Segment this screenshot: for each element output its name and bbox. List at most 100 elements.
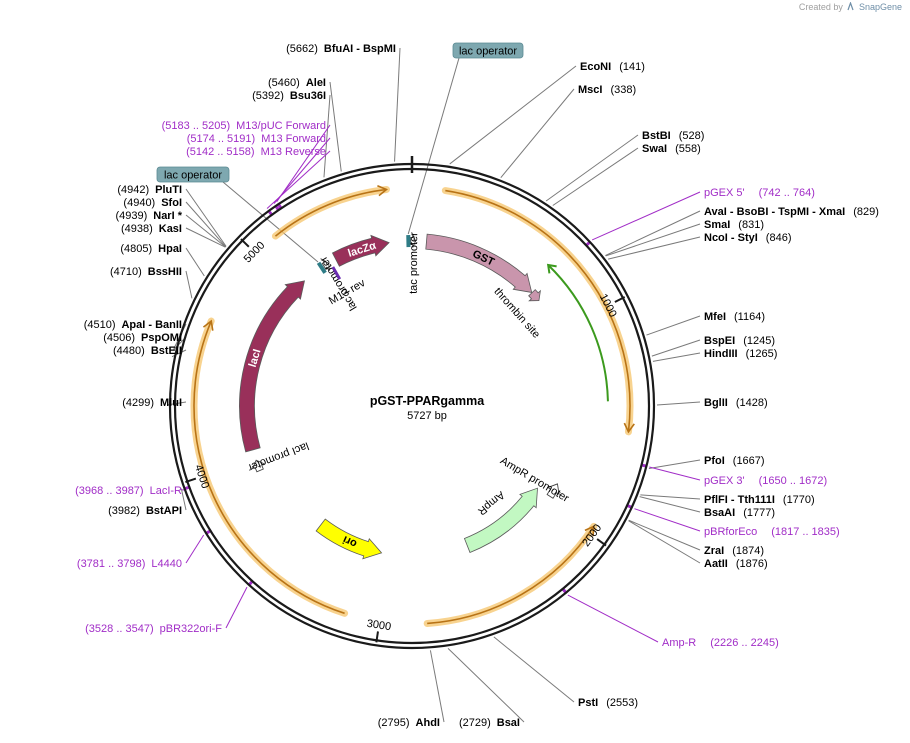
snapgene-logo-icon xyxy=(847,2,855,11)
enzyme-label: (5460)AleI xyxy=(268,77,326,89)
enzyme-leader xyxy=(500,88,575,178)
primer-range: (2226 .. 2245) xyxy=(710,637,779,649)
enzyme-position: (1667) xyxy=(733,455,765,467)
enzyme-leader xyxy=(185,227,226,248)
enzyme-position: (1770) xyxy=(783,494,815,506)
tick-label: 2000 xyxy=(580,522,604,549)
lacza-feature xyxy=(331,234,390,267)
primer-name: LacI-R xyxy=(150,485,182,497)
enzyme-label: (4942)PluTI xyxy=(117,184,182,196)
enzyme-name: NarI * xyxy=(153,210,182,222)
enzyme-label: NcoI - StyI(846) xyxy=(704,232,791,244)
enzyme-name: BspEI xyxy=(704,335,735,347)
enzyme-name: PluTI xyxy=(155,184,182,196)
enzyme-name: AhdI xyxy=(416,717,440,729)
primer-label: (5142 .. 5158)M13 Reverse xyxy=(186,146,326,158)
laci-feature xyxy=(239,280,305,453)
primer-name: L4440 xyxy=(151,558,182,570)
tick-mark xyxy=(596,538,607,547)
enzyme-name: BglII xyxy=(704,397,728,409)
enzyme-label: MfeI(1164) xyxy=(704,311,765,323)
enzyme-leader xyxy=(185,214,226,248)
enzyme-name: PspOMI xyxy=(141,332,182,344)
feature-label: lacI xyxy=(247,348,264,369)
enzyme-label: HindIII(1265) xyxy=(704,348,777,360)
enzyme-leader xyxy=(639,496,701,513)
primer-label: (5183 .. 5205)M13/pUC Forward xyxy=(162,120,326,132)
enzyme-label: (5392)Bsu36I xyxy=(252,90,326,102)
enzyme-label: (4938)KasI xyxy=(121,223,182,235)
primer-range: (1817 .. 1835) xyxy=(771,526,840,538)
enzyme-label: (4939)NarI * xyxy=(115,210,182,222)
primer-leader xyxy=(185,534,205,564)
primer-range: (5174 .. 5191) xyxy=(187,133,256,145)
primer-name: pBR322ori-F xyxy=(160,623,223,635)
enzyme-name: BsaAI xyxy=(704,507,735,519)
promoter-arrow xyxy=(251,459,266,473)
enzyme-leader xyxy=(651,339,701,357)
enzyme-position: (1876) xyxy=(736,558,768,570)
primer-name: Amp-R xyxy=(662,637,696,649)
enzyme-leader xyxy=(447,647,525,723)
enzyme-name: MfeI xyxy=(704,311,726,323)
enzyme-name: BstEII xyxy=(151,345,182,357)
orf-arrowhead xyxy=(584,525,595,537)
enzyme-leader xyxy=(185,188,227,247)
enzyme-position: (338) xyxy=(610,84,636,96)
tick-label: 4000 xyxy=(192,463,211,490)
enzyme-label: PflFI - Tth111I(1770) xyxy=(704,494,815,506)
primer-label: (3781 .. 3798)L4440 xyxy=(77,558,182,570)
enzyme-leader xyxy=(652,352,701,362)
enzyme-position: (2729) xyxy=(459,717,491,729)
enzyme-label: (4710)BssHII xyxy=(110,266,182,278)
promoter-arrow xyxy=(410,234,417,248)
enzyme-label: BspEI (1245) xyxy=(704,335,775,347)
enzyme-label: MscI (338) xyxy=(578,84,636,96)
primer-leader xyxy=(649,466,701,481)
enzyme-position: (4940) xyxy=(123,197,155,209)
lac-operator-leader xyxy=(222,181,319,263)
primer-name: M13 Forward xyxy=(261,133,326,145)
orf-arrowhead xyxy=(377,184,389,197)
enzyme-leader xyxy=(329,81,342,172)
enzyme-position: (1265) xyxy=(746,348,778,360)
enzyme-position: (4480) xyxy=(113,345,145,357)
enzyme-name: BstAPI xyxy=(146,505,182,517)
enzyme-leader xyxy=(394,47,401,162)
green-arc-head xyxy=(546,263,557,274)
enzyme-position: (1874) xyxy=(732,545,764,557)
enzyme-label: (4480) BstEII xyxy=(113,345,182,357)
enzyme-leader xyxy=(449,65,577,165)
enzyme-label: SmaI(831) xyxy=(704,219,764,231)
enzyme-name: AatII xyxy=(704,558,728,570)
enzyme-name: PfoI xyxy=(704,455,725,467)
enzyme-name: BsaI xyxy=(497,717,520,729)
primer-name: M13/pUC Forward xyxy=(236,120,326,132)
enzyme-label: AatII (1876) xyxy=(704,558,768,570)
enzyme-position: (4299) xyxy=(122,397,154,409)
enzyme-position: (5460) xyxy=(268,77,300,89)
enzyme-leader xyxy=(185,201,227,248)
enzyme-leader xyxy=(323,94,331,178)
enzyme-leader xyxy=(185,270,193,299)
enzyme-position: (831) xyxy=(738,219,764,231)
enzyme-position: (1245) xyxy=(743,335,775,347)
enzyme-position: (528) xyxy=(679,130,705,142)
enzyme-name: MscI xyxy=(578,84,602,96)
enzyme-position: (4506) xyxy=(103,332,135,344)
enzyme-label: (2729) BsaI xyxy=(459,717,520,729)
enzyme-leader xyxy=(605,210,701,256)
primer-label: (5174 .. 5191) M13 Forward xyxy=(187,133,326,145)
enzyme-position: (4805) xyxy=(120,243,152,255)
orf-line xyxy=(445,189,631,432)
enzyme-position: (3982) xyxy=(108,505,140,517)
primer-name: pGEX 3' xyxy=(704,475,745,487)
enzyme-leader xyxy=(429,650,445,723)
enzyme-name: BssHII xyxy=(148,266,182,278)
enzyme-label: EcoNI(141) xyxy=(580,61,645,73)
enzyme-leader xyxy=(608,236,701,260)
tick-mark xyxy=(375,631,379,643)
enzyme-name: BstBI xyxy=(642,130,671,142)
lac-operator-box xyxy=(452,42,524,59)
